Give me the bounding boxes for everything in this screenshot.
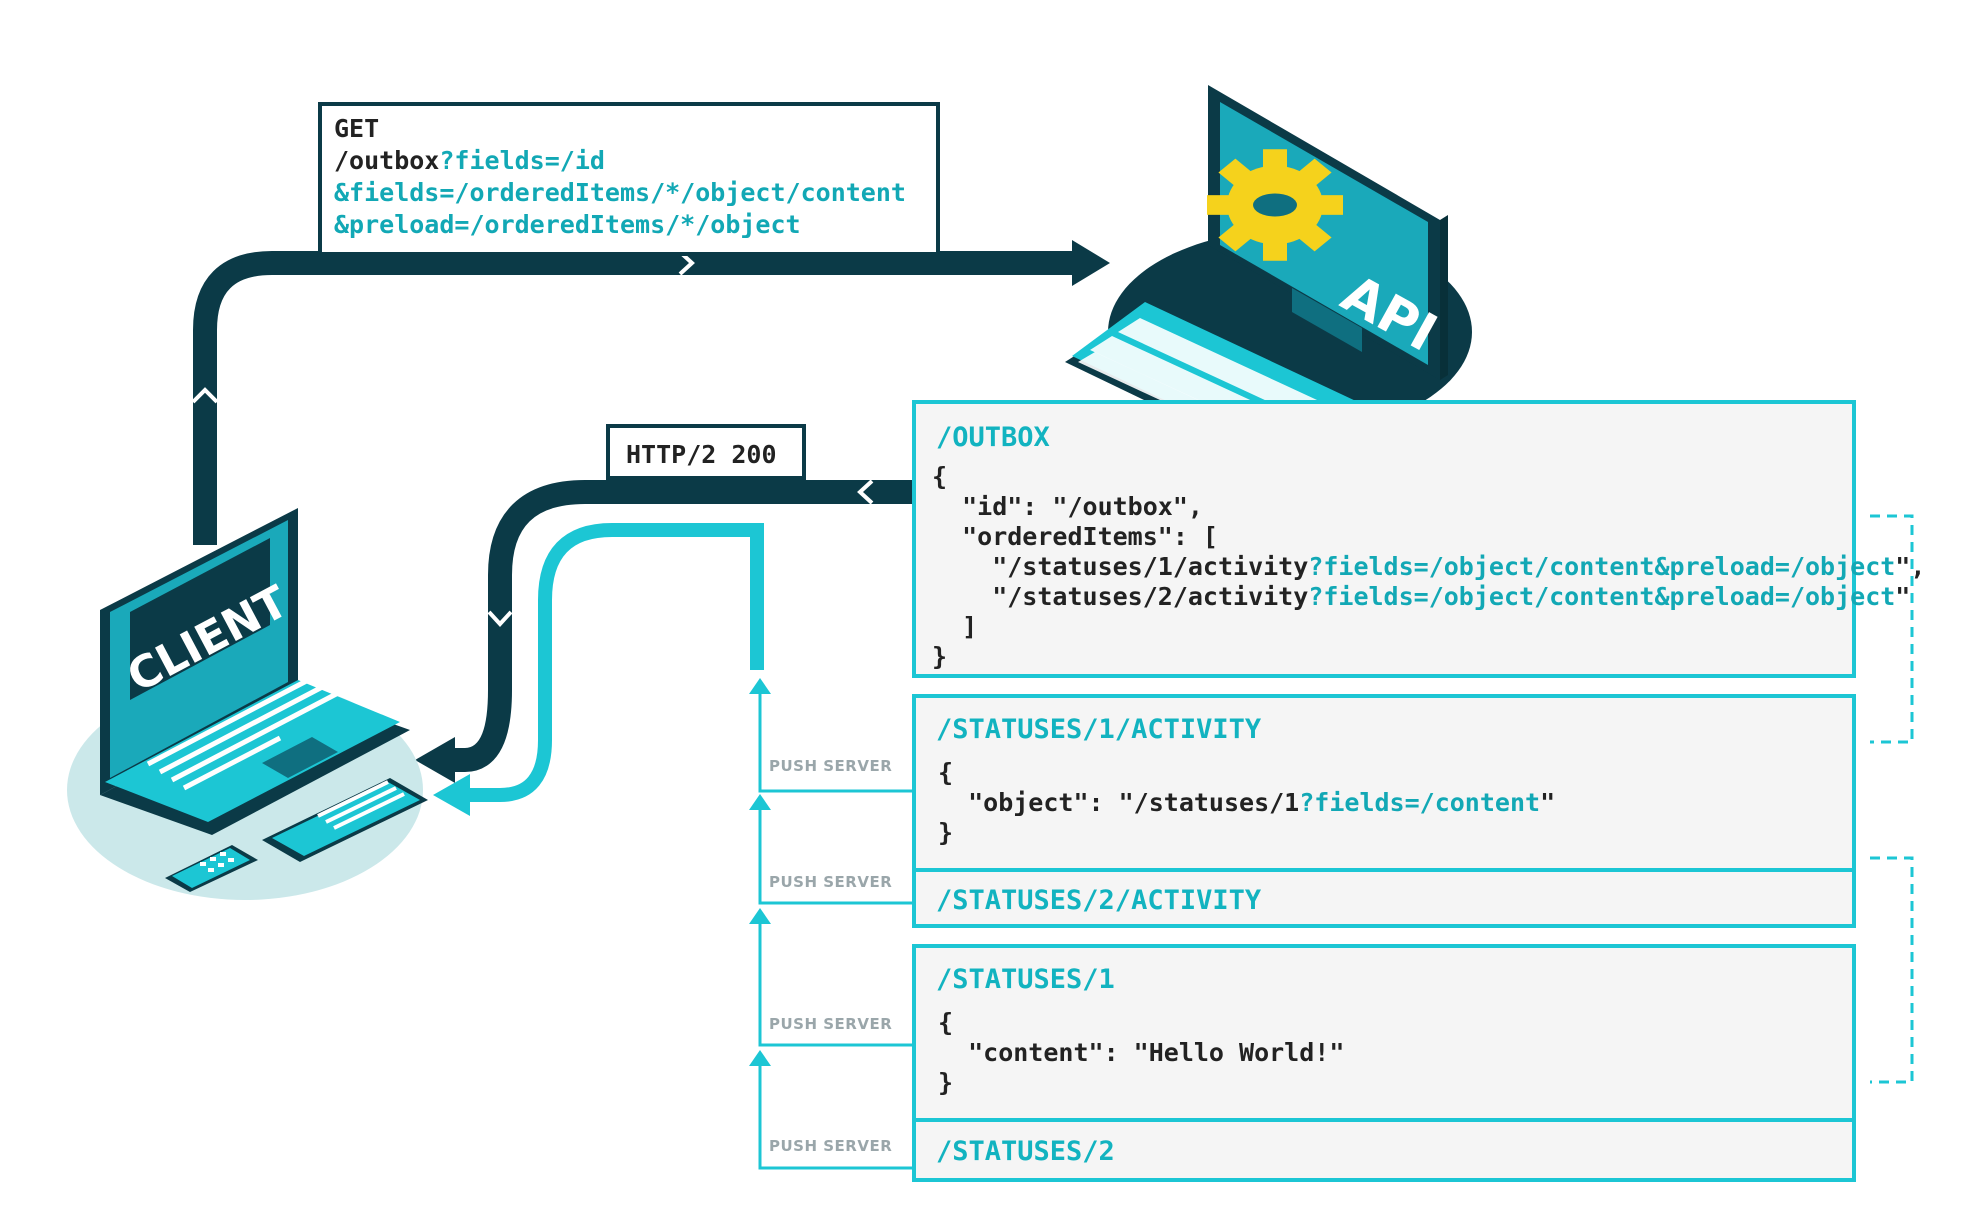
push-arrowhead (433, 774, 470, 816)
request-path: /outbox (334, 146, 440, 175)
status2-activity-box: /STATUSES/2/ACTIVITY (912, 868, 1856, 928)
outbox-line-5: "/statuses/2/activity?fields=/object/con… (932, 582, 1911, 611)
push-arrow-path (470, 523, 764, 802)
request-line-1: /outbox?fields=/id (334, 146, 605, 175)
status1-title: /STATUSES/1 (936, 964, 1115, 995)
client-label-panel (130, 538, 270, 700)
request-query-2: &fields=/orderedItems/*/object/content (334, 178, 906, 207)
status1-json: { "content": "Hello World!"} (938, 1008, 1344, 1098)
push-connectors (758, 692, 915, 1170)
request-chevron-up (191, 387, 219, 404)
request-query-3: &preload=/orderedItems/*/object (334, 210, 801, 239)
request-method: GET (334, 114, 380, 143)
client-tablet-screen (272, 782, 420, 856)
outbox-line-7: } (932, 642, 948, 671)
push-server-label-4: PUSH SERVER (769, 1137, 893, 1155)
client-devices-illustration: CLIENT (67, 508, 428, 900)
status1-activity-line-1: { (938, 758, 954, 787)
outbox-json: { "id": "/outbox", "orderedItems": [ "/s… (932, 462, 1925, 672)
status1-activity-line-3: } (938, 818, 954, 847)
status1-box: /STATUSES/1 { "content": "Hello World!"} (912, 944, 1856, 1122)
status1-activity-box: /STATUSES/1/ACTIVITY { "object": "/statu… (912, 694, 1856, 872)
outbox-title: /OUTBOX (936, 422, 1050, 453)
outbox-line-3: "orderedItems": [ (932, 522, 1218, 551)
status1-line-2: "content": "Hello World!" (938, 1038, 1345, 1067)
outbox-line-2: "id": "/outbox", (932, 492, 1203, 521)
request-arrowhead (1072, 240, 1110, 286)
push-server-label-3: PUSH SERVER (769, 1015, 893, 1033)
response-label: HTTP/2 200 (606, 424, 806, 480)
outbox-line-4: "/statuses/1/activity?fields=/object/con… (932, 552, 1926, 581)
response-chevron-left (857, 479, 874, 505)
status2-title: /STATUSES/2 (936, 1136, 1115, 1167)
status1-line-3: } (938, 1068, 954, 1097)
status2-activity-title: /STATUSES/2/ACTIVITY (936, 885, 1262, 916)
response-arrow-path (450, 480, 915, 772)
api-monitor-stand (1292, 288, 1362, 352)
push-server-label-1: PUSH SERVER (769, 757, 893, 775)
api-monitor-side (1440, 215, 1448, 380)
outbox-line-1: { (932, 462, 948, 491)
request-arrow-path (193, 251, 1075, 545)
status1-activity-json: { "object": "/statuses/1?fields=/content… (938, 758, 1555, 848)
client-touchpad (262, 737, 338, 778)
outbox-resource-box: /OUTBOX { "id": "/outbox", "orderedItems… (912, 400, 1925, 678)
status1-activity-line-2: "object": "/statuses/1?fields=/content" (938, 788, 1556, 817)
status1-activity-title: /STATUSES/1/ACTIVITY (936, 714, 1262, 745)
response-status: HTTP/2 200 (626, 440, 777, 469)
push-connector-arrowheads (749, 678, 771, 1066)
response-chevron-down (487, 610, 513, 627)
push-server-label-2: PUSH SERVER (769, 873, 893, 891)
client-laptop-text-lines (146, 673, 342, 791)
request-query-1: ?fields=/id (439, 146, 605, 175)
response-arrowhead (415, 737, 455, 783)
status1-line-1: { (938, 1008, 954, 1037)
outbox-line-6: ] (932, 612, 978, 641)
gear-icon (1207, 149, 1343, 261)
status2-box: /STATUSES/2 (912, 1118, 1856, 1182)
ref-bracket-activity (1870, 856, 1914, 1084)
request-label: GET /outbox?fields=/id &fields=/orderedI… (318, 102, 940, 256)
ref-bracket-outbox (1870, 514, 1914, 744)
